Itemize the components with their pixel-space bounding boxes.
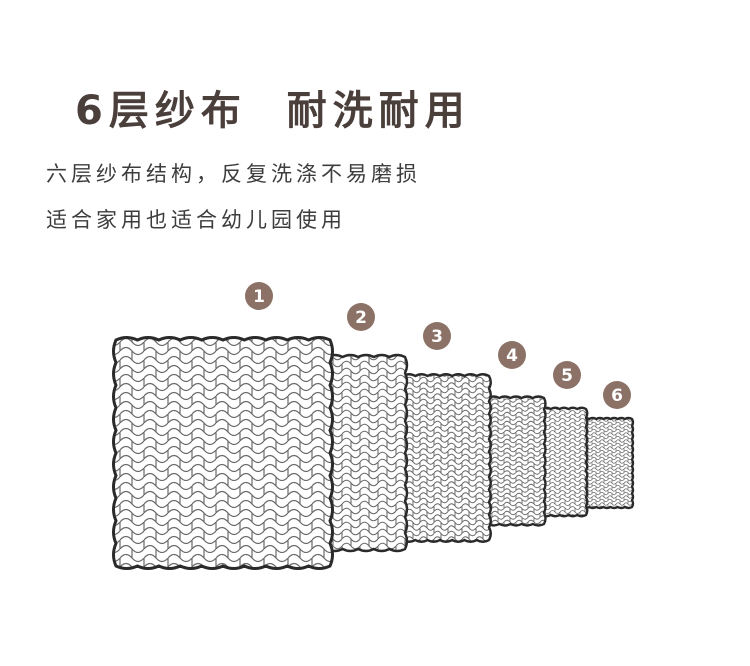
badge-number: 5: [561, 366, 573, 386]
badge-circle: [347, 303, 375, 331]
badge-number: 6: [611, 386, 623, 406]
layer-badge-6: 6: [603, 381, 631, 409]
badge-circle: [553, 361, 581, 389]
badge-number: 3: [431, 327, 443, 347]
layer-badge-3: 3: [423, 322, 451, 350]
description-line-2: 适合家用也适合幼儿园使用: [46, 208, 346, 232]
gauze-layer-3: [400, 373, 492, 543]
headline: 6层纱布 耐洗耐用: [75, 88, 471, 134]
badge-circle: [603, 381, 631, 409]
layer-badge-5: 5: [553, 361, 581, 389]
gauze-layer-6: [579, 416, 635, 510]
gauze-layer-2: [323, 353, 409, 553]
gauze-layer-1: [112, 336, 334, 570]
layer-badge-4: 4: [498, 341, 526, 369]
badge-circle: [245, 282, 273, 310]
badge-circle: [498, 341, 526, 369]
badge-number: 2: [355, 308, 367, 328]
badge-number: 4: [506, 346, 518, 366]
gauze-layer-5: [539, 406, 589, 518]
badge-circle: [423, 322, 451, 350]
description-line-1: 六层纱布结构，反复洗涤不易磨损: [46, 162, 421, 186]
gauze-layer-4: [485, 395, 547, 527]
badge-number: 1: [253, 287, 265, 307]
layer-badge-2: 2: [347, 303, 375, 331]
layer-badge-1: 1: [245, 282, 273, 310]
